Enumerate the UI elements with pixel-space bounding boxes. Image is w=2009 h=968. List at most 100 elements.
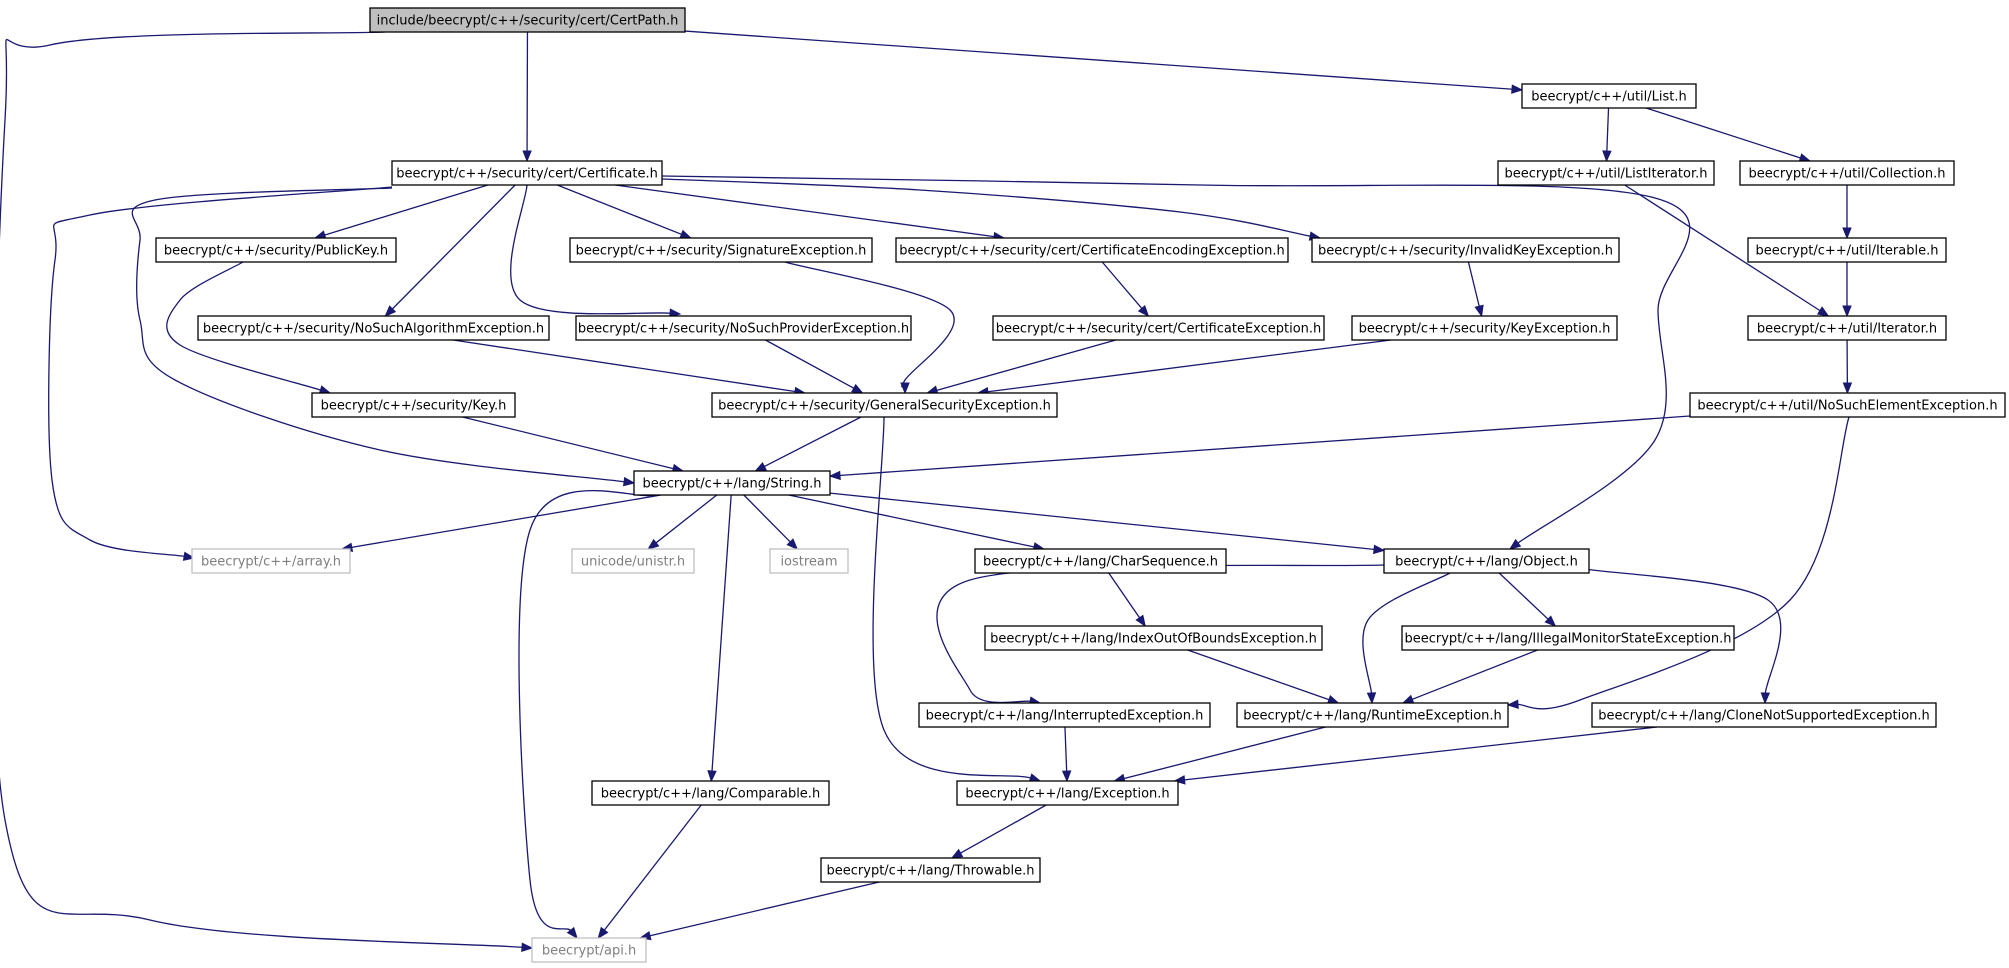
- edge-listiterator-to-iterator: [1624, 184, 1830, 317]
- node-clonenotsupexc[interactable]: beecrypt/c++/lang/CloneNotSupportedExcep…: [1591, 702, 1937, 728]
- node-box: [992, 315, 1325, 341]
- node-gensecexc[interactable]: beecrypt/c++/security/GeneralSecurityExc…: [711, 392, 1058, 418]
- node-box: [571, 548, 695, 574]
- edge-line: [661, 178, 1312, 237]
- edge-string-to-unistr: [647, 494, 718, 550]
- node-illegalmonexc[interactable]: beecrypt/c++/lang/IllegalMonitorStateExc…: [1401, 625, 1735, 651]
- edge-object-to-clonenotsupexc: [1584, 568, 1782, 705]
- edge-certpath-to-certificate: [522, 31, 532, 163]
- edge-list-to-collection: [1645, 107, 1812, 163]
- edge-certpath-to-list: [684, 30, 1524, 94]
- node-label: beecrypt/c++/security/SignatureException…: [576, 244, 867, 259]
- edge-runtimeexc-to-exception: [1113, 726, 1326, 783]
- edge-line: [391, 184, 516, 311]
- edge-line: [350, 494, 662, 549]
- edge-line: [661, 175, 1691, 545]
- node-box: [1383, 548, 1590, 574]
- node-label: beecrypt/c++/security/cert/CertificateEx…: [996, 322, 1322, 337]
- node-comparable[interactable]: beecrypt/c++/lang/Comparable.h: [591, 780, 830, 806]
- node-signatureexc[interactable]: beecrypt/c++/security/SignatureException…: [569, 237, 873, 263]
- edge-arrowhead: [1816, 306, 1830, 317]
- edge-arrowhead: [1511, 84, 1524, 94]
- node-label: beecrypt/c++/security/NoSuchAlgorithmExc…: [203, 322, 544, 337]
- node-runtimeexc[interactable]: beecrypt/c++/lang/RuntimeException.h: [1236, 702, 1509, 728]
- edge-line: [829, 492, 1376, 551]
- node-label: beecrypt/c++/security/KeyException.h: [1359, 322, 1611, 337]
- node-box: [974, 548, 1227, 574]
- node-keyexc[interactable]: beecrypt/c++/security/KeyException.h: [1351, 315, 1618, 341]
- node-iterable[interactable]: beecrypt/c++/util/Iterable.h: [1747, 237, 1947, 263]
- node-publickey[interactable]: beecrypt/c++/security/PublicKey.h: [155, 237, 397, 263]
- node-ioobexc[interactable]: beecrypt/c++/lang/IndexOutOfBoundsExcept…: [984, 625, 1323, 651]
- node-certificate[interactable]: beecrypt/c++/security/cert/Certificate.h: [391, 160, 663, 186]
- node-label: beecrypt/c++/security/cert/CertificateEn…: [899, 244, 1285, 259]
- node-label: beecrypt/c++/lang/CloneNotSupportedExcep…: [1598, 709, 1930, 724]
- edge-arrowhead: [1366, 692, 1377, 705]
- node-box: [1747, 237, 1947, 263]
- edge-illegalmonexc-to-runtimeexc: [1401, 649, 1538, 704]
- edge-arrowhead: [566, 926, 578, 940]
- node-box: [1521, 83, 1697, 109]
- edge-line: [323, 184, 489, 236]
- node-box: [1351, 315, 1618, 341]
- edge-arrowhead: [1474, 304, 1484, 318]
- edge-certencexc-to-certexc: [1101, 261, 1150, 318]
- node-listiterator[interactable]: beecrypt/c++/util/ListIterator.h: [1497, 160, 1715, 186]
- node-exception[interactable]: beecrypt/c++/lang/Exception.h: [956, 780, 1179, 806]
- node-list[interactable]: beecrypt/c++/util/List.h: [1521, 83, 1697, 109]
- edge-string-to-object: [829, 492, 1386, 555]
- node-box: [1497, 160, 1715, 186]
- edge-line: [556, 184, 683, 236]
- node-iterator[interactable]: beecrypt/c++/util/Iterator.h: [1747, 315, 1947, 341]
- node-certpath[interactable]: include/beecrypt/c++/security/cert/CertP…: [369, 7, 686, 33]
- node-iostream: iostream: [769, 548, 849, 574]
- edge-line: [654, 494, 718, 544]
- node-certencexc[interactable]: beecrypt/c++/security/cert/CertificateEn…: [895, 237, 1289, 263]
- edge-line: [935, 339, 1116, 392]
- node-box: [956, 780, 1179, 806]
- edge-line: [1467, 261, 1481, 308]
- node-label: iostream: [780, 555, 837, 570]
- edge-nosuchprovexc-to-gensecexc: [765, 339, 864, 394]
- node-key[interactable]: beecrypt/c++/security/Key.h: [311, 392, 516, 418]
- node-box: [820, 857, 1041, 883]
- node-label: beecrypt/c++/lang/Comparable.h: [601, 787, 820, 802]
- node-throwable[interactable]: beecrypt/c++/lang/Throwable.h: [820, 857, 1041, 883]
- node-label: beecrypt/c++/security/NoSuchProviderExce…: [578, 322, 909, 337]
- node-label: beecrypt/c++/util/ListIterator.h: [1505, 167, 1708, 182]
- node-nosuchelemexc[interactable]: beecrypt/c++/util/NoSuchElementException…: [1689, 392, 2006, 418]
- edge-gensecexc-to-string: [754, 416, 862, 472]
- edge-keyexc-to-gensecexc: [976, 339, 1392, 397]
- node-box: [191, 548, 351, 574]
- edge-throwable-to-api: [638, 881, 880, 941]
- edge-arrowhead: [1401, 694, 1415, 704]
- node-box: [984, 625, 1323, 651]
- edge-line: [1606, 107, 1610, 153]
- edge-arrowhead: [1544, 615, 1557, 627]
- node-certexc[interactable]: beecrypt/c++/security/cert/CertificateEx…: [992, 315, 1325, 341]
- node-collection[interactable]: beecrypt/c++/util/Collection.h: [1739, 160, 1955, 186]
- node-label: beecrypt/c++/lang/InterruptedException.h: [926, 709, 1204, 724]
- edge-clonenotsupexc-to-exception: [1173, 726, 1657, 785]
- node-string[interactable]: beecrypt/c++/lang/String.h: [633, 470, 831, 496]
- node-api: beecrypt/api.h: [531, 937, 647, 963]
- node-label: beecrypt/c++/array.h: [201, 555, 341, 570]
- node-box: [769, 548, 849, 574]
- edge-line: [1183, 726, 1657, 781]
- edge-nosuchalgexc-to-gensecexc: [453, 339, 807, 397]
- edge-certificate-to-string: [131, 187, 636, 487]
- node-invalidkeyexc[interactable]: beecrypt/c++/security/InvalidKeyExceptio…: [1311, 237, 1620, 263]
- node-nosuchalgexc[interactable]: beecrypt/c++/security/NoSuchAlgorithmExc…: [197, 315, 550, 341]
- node-interruptedexc[interactable]: beecrypt/c++/lang/InterruptedException.h: [918, 702, 1211, 728]
- node-label: include/beecrypt/c++/security/cert/CertP…: [377, 14, 679, 29]
- edge-line: [872, 416, 1032, 779]
- node-box: [391, 160, 663, 186]
- edge-arrowhead: [521, 942, 534, 953]
- node-nosuchprovexc[interactable]: beecrypt/c++/security/NoSuchProviderExce…: [575, 315, 912, 341]
- edge-line: [518, 489, 656, 932]
- node-charseq[interactable]: beecrypt/c++/lang/CharSequence.h: [974, 548, 1227, 574]
- node-label: beecrypt/c++/lang/Throwable.h: [827, 864, 1035, 879]
- edge-line: [1411, 649, 1538, 701]
- edge-arrowhead: [1760, 692, 1771, 705]
- node-object[interactable]: beecrypt/c++/lang/Object.h: [1383, 548, 1590, 574]
